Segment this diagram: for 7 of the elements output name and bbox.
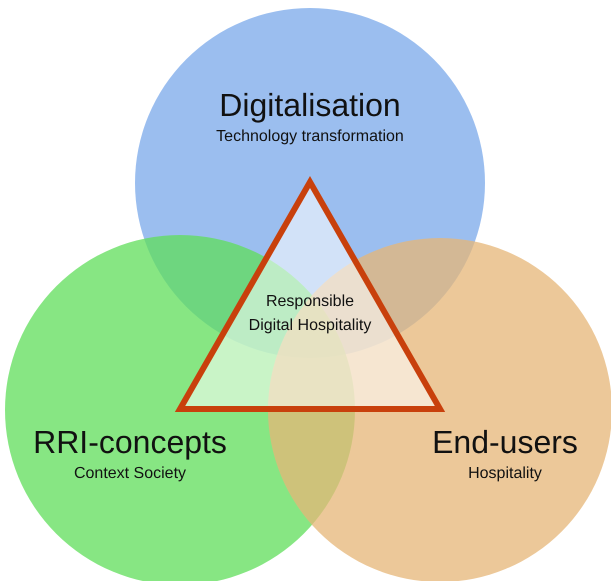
center-label: Responsible Digital Hospitality [248, 292, 372, 336]
circle-subtitle: Context Society [72, 464, 188, 484]
circle-title: End-users [431, 425, 579, 460]
circle-title: RRI-concepts [32, 425, 228, 460]
circle-subtitle: Technology transformation [215, 127, 405, 147]
circle-title: Digitalisation [218, 88, 402, 124]
circle-subtitle: Hospitality [467, 464, 543, 484]
